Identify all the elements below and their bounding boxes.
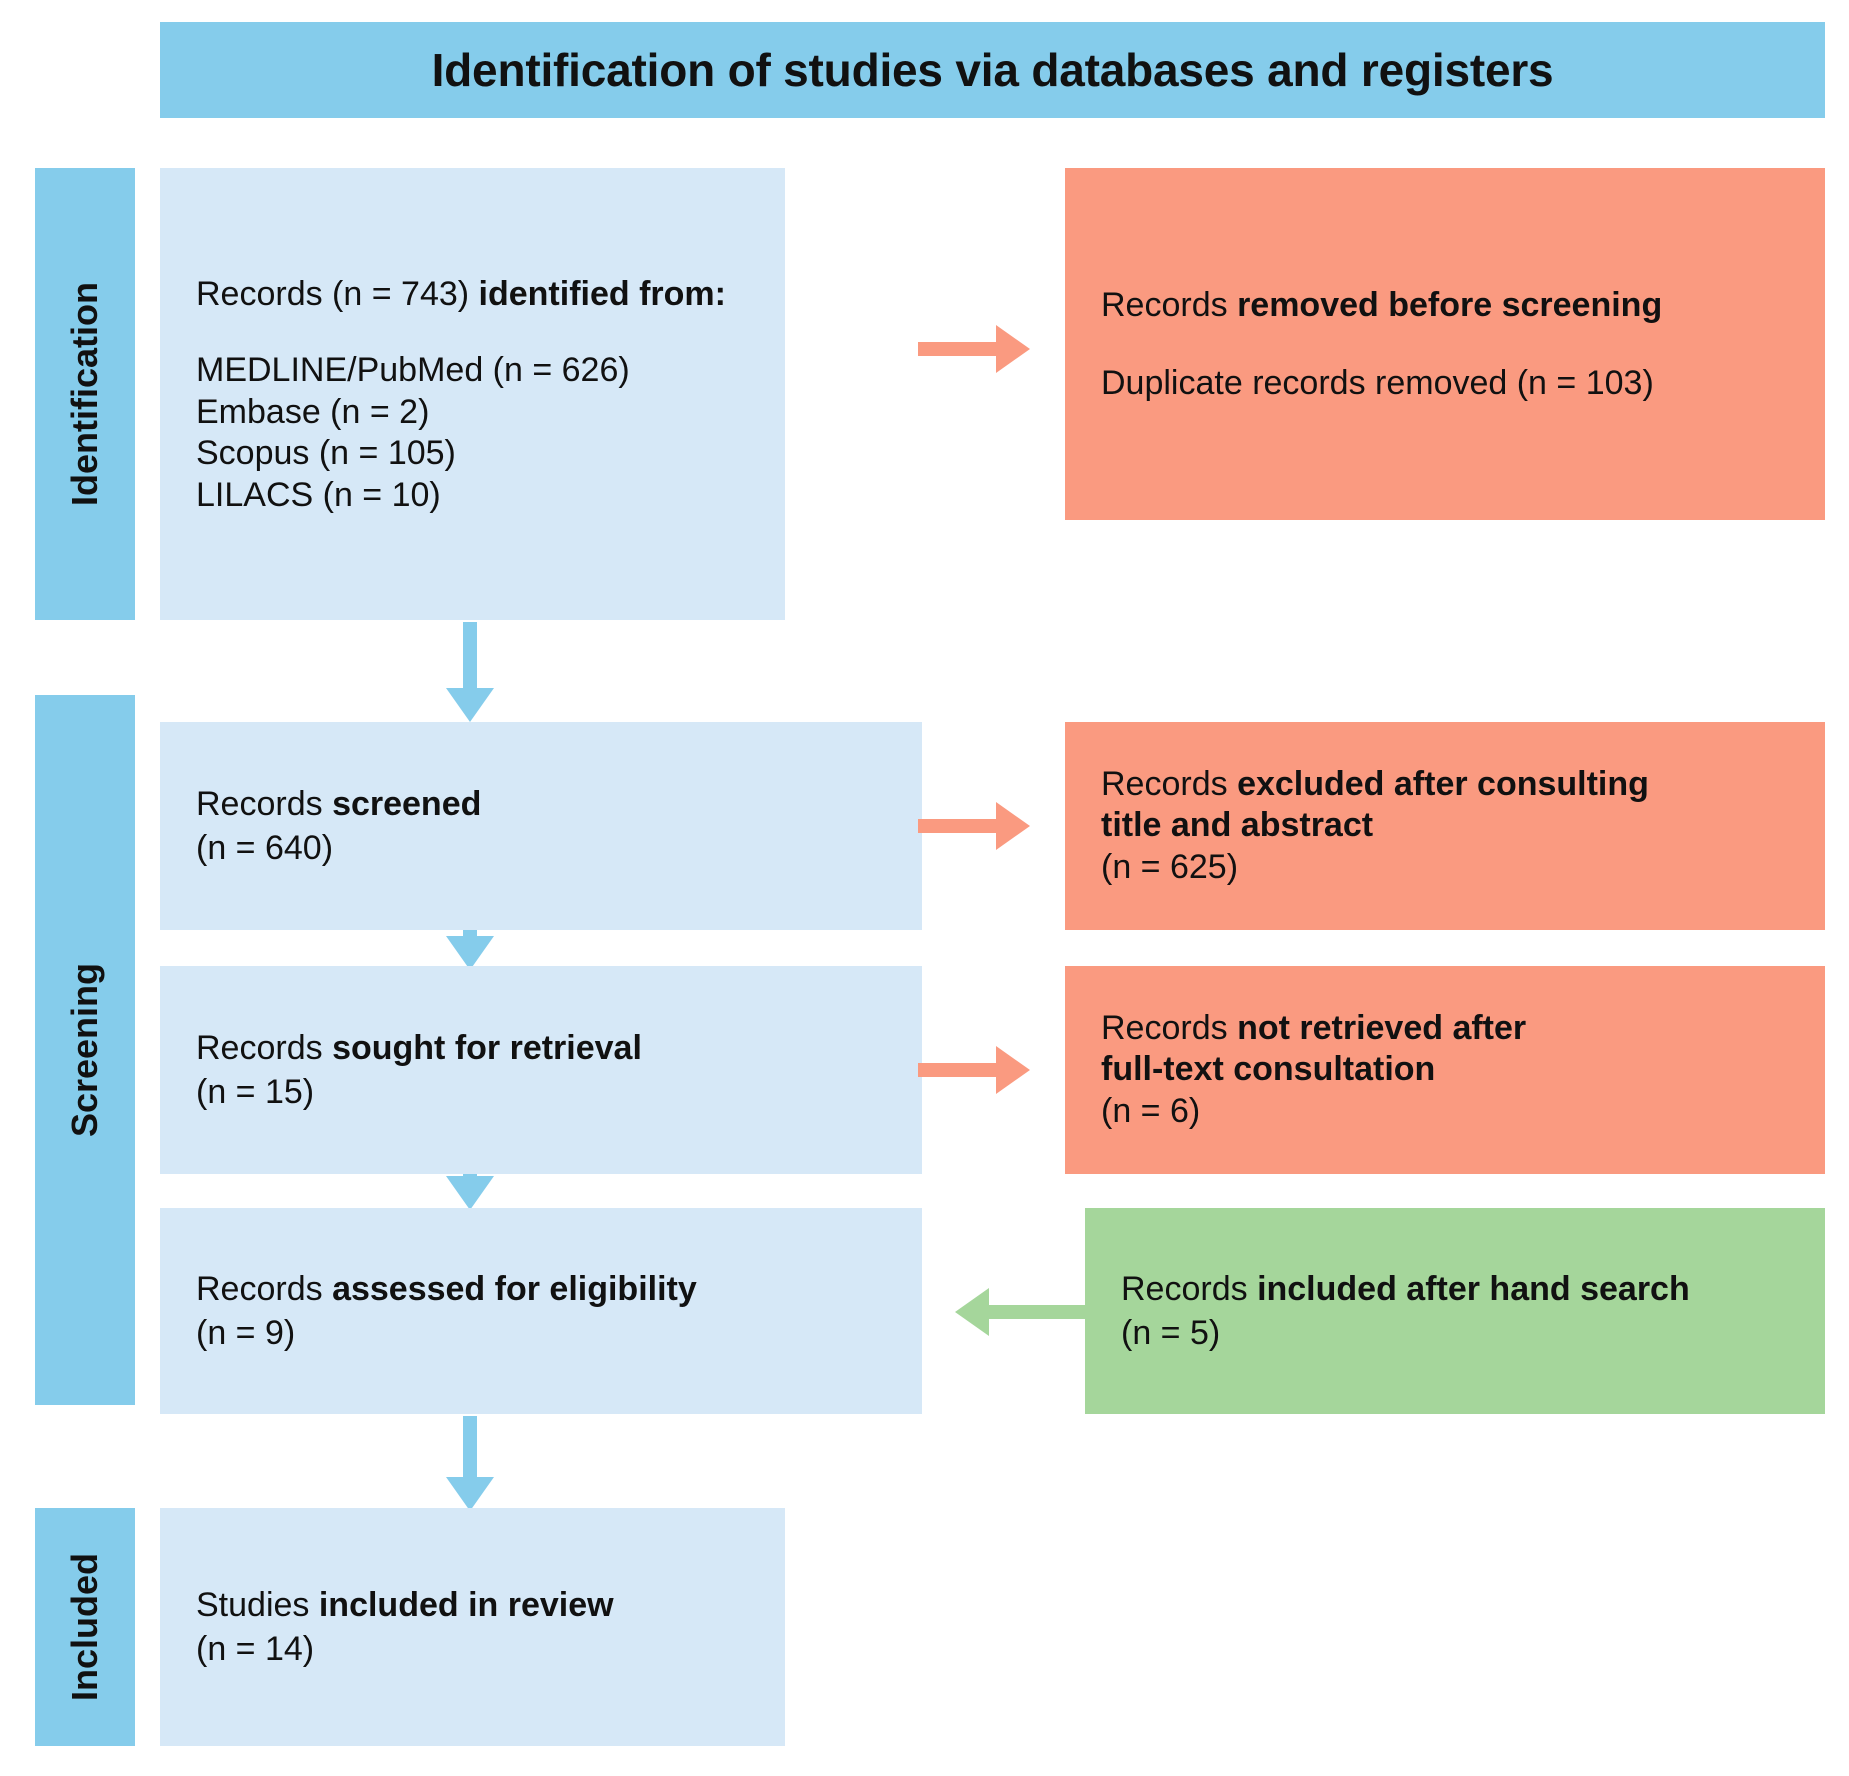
records-identified-source-1: MEDLINE/PubMed (n = 626) [196, 351, 630, 390]
page-title: Identification of studies via databases … [431, 44, 1554, 96]
records-sought-headline: Records sought for retrieval [196, 1026, 886, 1070]
arrow-screened-to-sought [440, 930, 500, 970]
records-not-retrieved-normal: Records [1101, 1008, 1238, 1047]
arrow-shaft [463, 1416, 477, 1481]
arrow-identified-to-removed [918, 325, 1030, 373]
records-screened-normal: Records [196, 784, 333, 823]
arrow-hand-search-to-assessed [955, 1288, 1085, 1336]
arrow-identified-to-screened [440, 622, 500, 722]
studies-included-headline: Studies included in review [196, 1583, 749, 1627]
arrow-screened-to-excluded [918, 802, 1030, 850]
records-screened-bold: screened [332, 784, 482, 823]
records-not-retrieved-headline: Records not retrieved after [1101, 1008, 1789, 1049]
studies-included-normal: Studies [196, 1585, 319, 1624]
stage-label-screening: Screening [64, 962, 105, 1138]
records-excluded-count: (n = 625) [1101, 847, 1239, 886]
records-hand-search-count: (n = 5) [1121, 1314, 1221, 1352]
arrow-head [446, 936, 494, 970]
records-identified-bold: identified from: [478, 274, 726, 313]
arrow-shaft [463, 622, 477, 692]
arrow-shaft [918, 342, 1010, 356]
box-records-not-retrieved: Records not retrieved after full-text co… [1065, 966, 1825, 1174]
arrow-assessed-to-included [440, 1416, 500, 1511]
box-studies-included: Studies included in review (n = 14) [160, 1508, 785, 1746]
arrow-shaft [918, 1063, 1010, 1077]
arrow-head [955, 1288, 989, 1336]
records-excluded-line2: title and abstract [1101, 806, 1374, 845]
records-removed-detail: Duplicate records removed (n = 103) [1101, 364, 1654, 402]
box-records-assessed: Records assessed for eligibility (n = 9) [160, 1208, 922, 1414]
studies-included-count: (n = 14) [196, 1630, 315, 1668]
records-sought-bold: sought for retrieval [332, 1028, 642, 1067]
records-screened-headline: Records screened [196, 782, 886, 826]
records-assessed-normal: Records [196, 1269, 333, 1308]
stage-label-identification: Identification [64, 282, 105, 506]
box-records-hand-search: Records included after hand search (n = … [1085, 1208, 1825, 1414]
box-records-excluded: Records excluded after consulting title … [1065, 722, 1825, 930]
box-records-removed: Records removed before screening Duplica… [1065, 168, 1825, 520]
records-sought-count: (n = 15) [196, 1073, 315, 1111]
arrow-shaft [975, 1305, 1085, 1319]
records-identified-source-4: LILACS (n = 10) [196, 475, 441, 514]
records-identified-normal: Records (n = 743) [196, 274, 479, 313]
records-hand-search-headline: Records included after hand search [1121, 1267, 1789, 1311]
records-identified-source-3: Scopus (n = 105) [196, 434, 456, 473]
records-not-retrieved-line2: full-text consultation [1101, 1050, 1436, 1089]
records-assessed-count: (n = 9) [196, 1314, 296, 1352]
records-assessed-headline: Records assessed for eligibility [196, 1267, 886, 1311]
records-excluded-bold: excluded after consulting [1237, 764, 1649, 803]
arrow-head [446, 688, 494, 722]
arrow-head [996, 802, 1030, 850]
records-not-retrieved-count: (n = 6) [1101, 1091, 1201, 1130]
box-records-screened: Records screened (n = 640) [160, 722, 922, 930]
records-removed-headline: Records removed before screening [1101, 283, 1789, 327]
arrow-head [996, 325, 1030, 373]
records-not-retrieved-bold: not retrieved after [1237, 1008, 1527, 1047]
stage-band-screening: Screening [35, 695, 135, 1405]
stage-band-included: Included [35, 1508, 135, 1746]
arrow-head [996, 1046, 1030, 1094]
records-sought-normal: Records [196, 1028, 333, 1067]
records-removed-normal: Records [1101, 285, 1238, 324]
records-excluded-normal: Records [1101, 764, 1238, 803]
studies-included-bold: included in review [318, 1585, 614, 1624]
records-hand-search-normal: Records [1121, 1269, 1258, 1308]
stage-band-identification: Identification [35, 168, 135, 620]
box-records-sought: Records sought for retrieval (n = 15) [160, 966, 922, 1174]
arrow-head [446, 1477, 494, 1511]
diagram-header-bar: Identification of studies via databases … [160, 22, 1825, 118]
arrow-head [446, 1176, 494, 1210]
arrow-shaft [918, 819, 1010, 833]
records-screened-count: (n = 640) [196, 829, 334, 867]
box-records-identified: Records (n = 743) identified from: MEDLI… [160, 168, 785, 620]
arrow-shaft [463, 930, 477, 938]
stage-label-included: Included [64, 1552, 105, 1702]
records-identified-source-2: Embase (n = 2) [196, 392, 430, 431]
records-hand-search-bold: included after hand search [1257, 1269, 1690, 1308]
arrow-sought-to-not-retrieved [918, 1046, 1030, 1094]
records-identified-headline: Records (n = 743) identified from: [196, 272, 749, 316]
records-assessed-bold: assessed for eligibility [332, 1269, 697, 1308]
records-excluded-headline: Records excluded after consulting [1101, 764, 1789, 805]
records-removed-bold: removed before screening [1237, 285, 1663, 324]
arrow-sought-to-assessed [440, 1174, 500, 1210]
